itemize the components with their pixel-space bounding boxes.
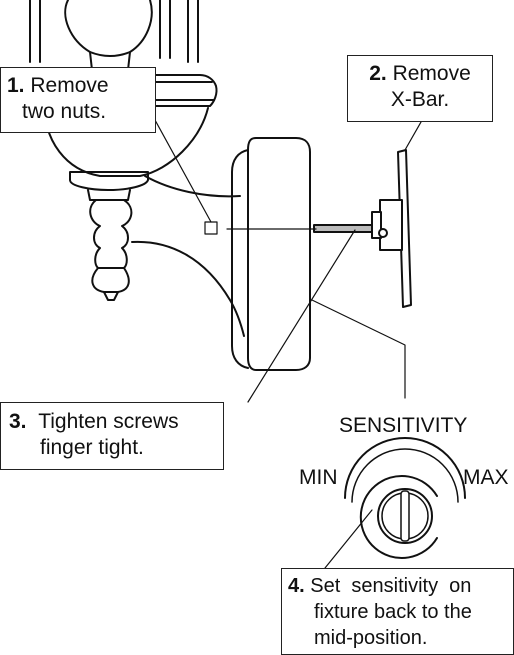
step-1-callout: 1. Remove two nuts.	[0, 67, 156, 133]
step-3-line-2: finger tight.	[40, 436, 144, 459]
dial-max-label: MAX	[463, 466, 509, 489]
step-4-line-2: fixture back to the	[314, 601, 472, 623]
step-2-callout: 2. Remove X-Bar.	[347, 55, 493, 122]
step-2-line-1: Remove	[392, 62, 471, 85]
step-4-callout: 4. Set sensitivity on fixture back to th…	[281, 568, 514, 655]
lantern-fixture	[29, 0, 245, 337]
step-1-line-1: Remove	[30, 74, 109, 97]
nut-marker	[204, 221, 218, 235]
step-2-number: 2.	[369, 62, 387, 85]
step-4-number: 4.	[288, 575, 305, 597]
dial-indicator	[400, 490, 410, 542]
step-3-number: 3.	[9, 410, 27, 433]
dial-title: SENSITIVITY	[339, 414, 468, 437]
step-3-line-1: Tighten screws	[38, 410, 179, 433]
step-4-line-3: mid-position.	[314, 627, 428, 649]
step-2-line-2: X-Bar.	[390, 88, 450, 111]
step-1-number: 1.	[7, 74, 25, 97]
step-3-callout: 3. Tighten screws finger tight.	[0, 402, 224, 470]
leader-lines	[154, 114, 426, 569]
sensitivity-dial	[344, 437, 466, 559]
wall-backplate	[231, 137, 311, 371]
step-4-line-1: Set sensitivity on	[310, 575, 472, 597]
step-1-line-2: two nuts.	[22, 100, 107, 123]
x-bar-bracket	[371, 149, 412, 308]
dial-min-label: MIN	[299, 466, 338, 489]
mounting-screw	[313, 224, 377, 233]
